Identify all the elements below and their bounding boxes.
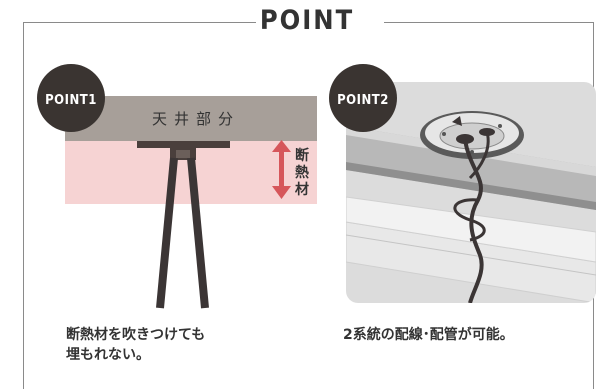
horizontal-pipe: [346, 126, 596, 210]
insulation-label-3: 材: [295, 181, 309, 198]
insulation-label-1: 断: [295, 147, 309, 164]
fitting-hole-1: [456, 134, 474, 144]
point1-badge: [37, 64, 105, 132]
point1-badge-label: POINT1: [45, 93, 97, 108]
point2-caption: 2系統の配線･配管が可能。: [343, 327, 514, 343]
point2-badge: [329, 64, 397, 132]
insulation-depth-arrow: [272, 140, 291, 199]
ceiling-label: 天井部分: [152, 110, 240, 128]
mount-block-inner: [176, 150, 190, 158]
point1-caption: 断熱材を吹きつけても 埋もれない。: [66, 327, 206, 363]
cable-loop: [453, 198, 486, 242]
page-title: POINT: [259, 5, 355, 36]
ceiling-slab: [65, 96, 317, 141]
hanging-pipe-left: [156, 157, 178, 309]
insulation-label-2: 熱: [295, 164, 309, 181]
top-rule-left: [23, 22, 256, 23]
top-rule-right: [384, 22, 594, 23]
mounting-plate: [137, 141, 230, 148]
point2-badge-label: POINT2: [337, 93, 389, 108]
hanging-pipe-right: [187, 157, 209, 309]
